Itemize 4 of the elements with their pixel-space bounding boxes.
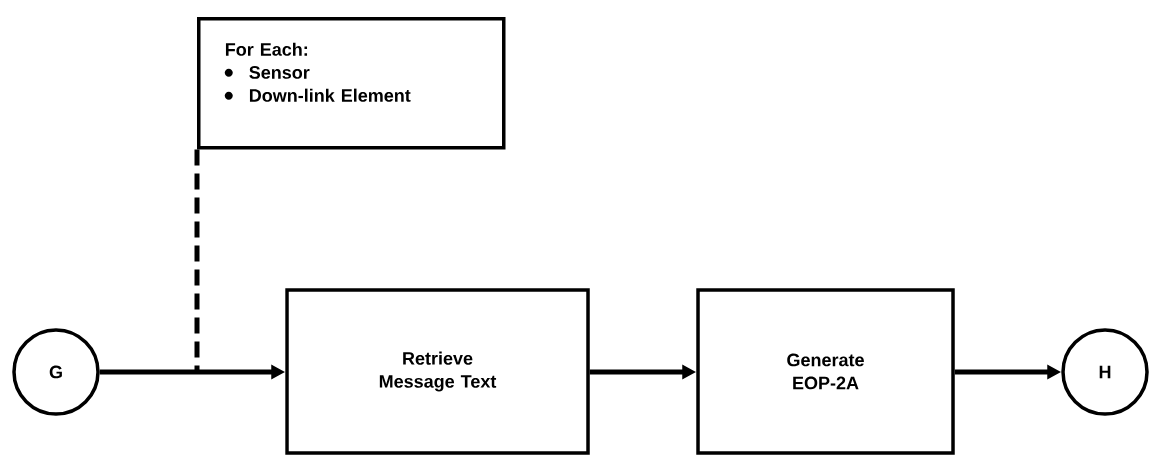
process-box: Generate EOP-2A xyxy=(696,288,955,455)
dashed-line xyxy=(194,149,200,372)
note-box: For Each: Sensor Down-link Element xyxy=(197,17,506,150)
process-box: Retrieve Message Text xyxy=(285,288,590,455)
